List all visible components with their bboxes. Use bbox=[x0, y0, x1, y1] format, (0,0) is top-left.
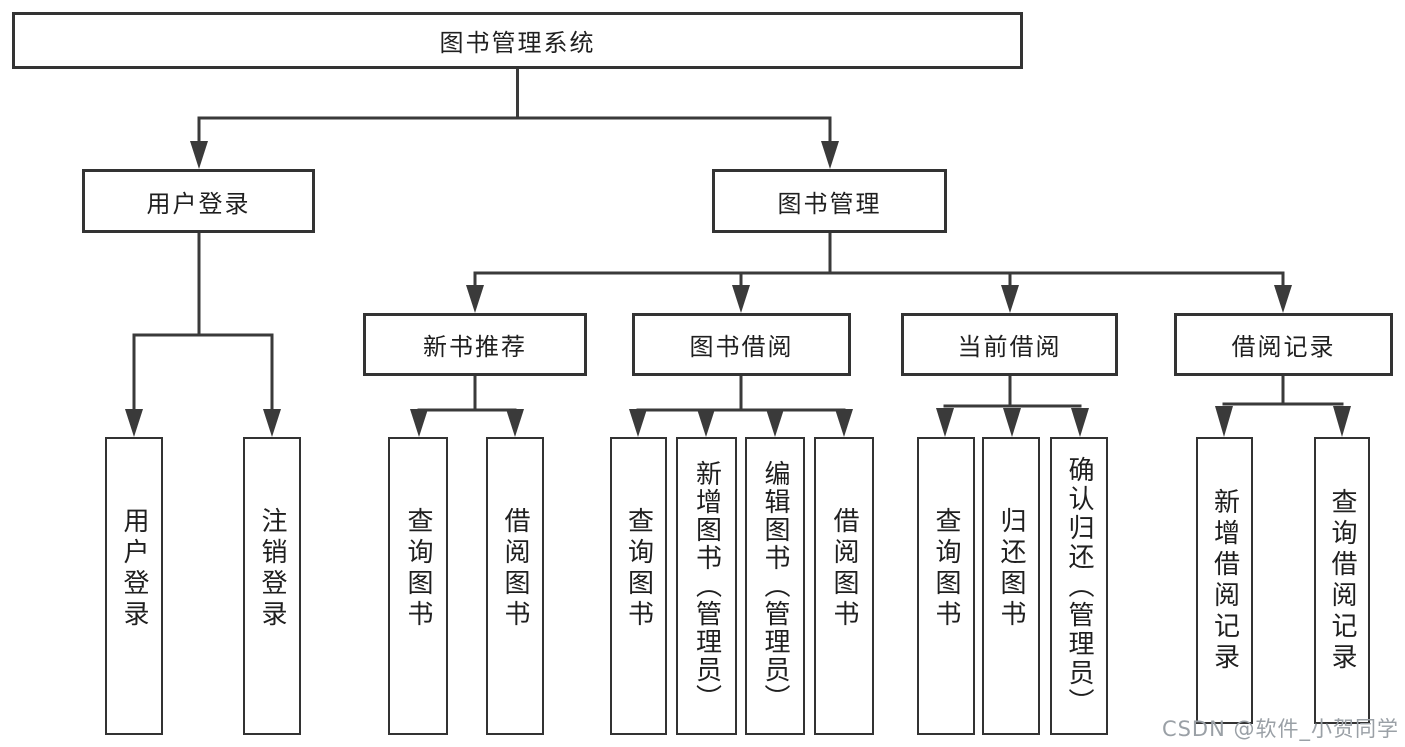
node-current-borrow-label: 当前借阅 bbox=[957, 333, 1062, 361]
leaf-borrow-books-recommend-label: 借阅图书 bbox=[500, 507, 530, 631]
leaf-query-books-borrow: 查询图书 bbox=[610, 437, 667, 735]
leaf-query-books-current: 查询图书 bbox=[917, 437, 975, 735]
node-new-book-recommend: 新书推荐 bbox=[363, 313, 587, 376]
arrowhead bbox=[835, 409, 853, 437]
arrowhead bbox=[1274, 285, 1292, 313]
node-root-label: 图书管理系统 bbox=[439, 29, 596, 57]
leaf-add-books-admin-label: 新增图书（管理员） bbox=[691, 460, 722, 712]
leaf-user-login-label: 用户登录 bbox=[119, 507, 149, 631]
node-book-borrow: 图书借阅 bbox=[632, 313, 851, 376]
arrowhead bbox=[263, 409, 281, 437]
arrowhead bbox=[506, 409, 524, 437]
arrowhead bbox=[766, 409, 784, 437]
node-borrow-records-label: 借阅记录 bbox=[1231, 333, 1336, 361]
leaf-add-books-admin: 新增图书（管理员） bbox=[676, 437, 737, 735]
node-book-borrow-label: 图书借阅 bbox=[689, 333, 794, 361]
arrowhead bbox=[1003, 408, 1021, 437]
leaf-query-books-borrow-label: 查询图书 bbox=[623, 507, 654, 631]
leaf-add-borrow-record-label: 新增借阅记录 bbox=[1209, 487, 1240, 674]
node-user-login-label: 用户登录 bbox=[146, 189, 251, 218]
arrowhead bbox=[466, 285, 484, 313]
leaf-query-books-recommend-label: 查询图书 bbox=[403, 507, 433, 631]
arrowhead bbox=[697, 409, 715, 437]
node-new-book-recommend-label: 新书推荐 bbox=[423, 333, 527, 361]
leaf-return-books-label: 归还图书 bbox=[996, 507, 1026, 631]
arrowhead bbox=[1001, 285, 1019, 313]
node-borrow-records: 借阅记录 bbox=[1174, 313, 1393, 376]
leaf-edit-books-admin: 编辑图书（管理员） bbox=[745, 437, 805, 735]
csdn-watermark: CSDN @软件_小贺同学 bbox=[1161, 717, 1399, 741]
leaf-confirm-return-admin: 确认归还（管理员） bbox=[1050, 437, 1108, 735]
leaf-query-books-current-label: 查询图书 bbox=[931, 507, 961, 631]
arrowhead bbox=[1333, 406, 1351, 437]
arrowhead bbox=[732, 285, 750, 313]
node-book-management-label: 图书管理 bbox=[777, 189, 882, 218]
leaf-query-borrow-record: 查询借阅记录 bbox=[1314, 437, 1370, 724]
leaf-logout-label: 注销登录 bbox=[257, 507, 287, 631]
leaf-user-login: 用户登录 bbox=[105, 437, 163, 735]
arrowhead bbox=[1215, 406, 1233, 437]
arrowhead bbox=[410, 409, 428, 437]
leaf-borrow-books-recommend: 借阅图书 bbox=[486, 437, 544, 735]
leaf-borrow-books: 借阅图书 bbox=[814, 437, 874, 735]
arrowhead bbox=[1071, 408, 1089, 437]
arrowhead bbox=[821, 141, 839, 169]
node-user-login: 用户登录 bbox=[82, 169, 315, 233]
node-root: 图书管理系统 bbox=[12, 12, 1023, 69]
leaf-edit-books-admin-label: 编辑图书（管理员） bbox=[760, 460, 790, 712]
node-current-borrow: 当前借阅 bbox=[901, 313, 1118, 376]
leaf-borrow-books-label: 借阅图书 bbox=[829, 507, 859, 631]
arrowhead bbox=[629, 409, 647, 437]
leaf-confirm-return-admin-label: 确认归还（管理员） bbox=[1064, 455, 1094, 717]
leaf-query-borrow-record-label: 查询借阅记录 bbox=[1327, 487, 1357, 674]
leaf-logout: 注销登录 bbox=[243, 437, 301, 735]
arrowhead bbox=[936, 408, 954, 437]
leaf-query-books-recommend: 查询图书 bbox=[388, 437, 448, 735]
arrowhead bbox=[190, 141, 208, 169]
leaf-return-books: 归还图书 bbox=[982, 437, 1040, 735]
leaf-add-borrow-record: 新增借阅记录 bbox=[1196, 437, 1253, 724]
arrowhead bbox=[125, 409, 143, 437]
node-book-management: 图书管理 bbox=[712, 169, 947, 233]
